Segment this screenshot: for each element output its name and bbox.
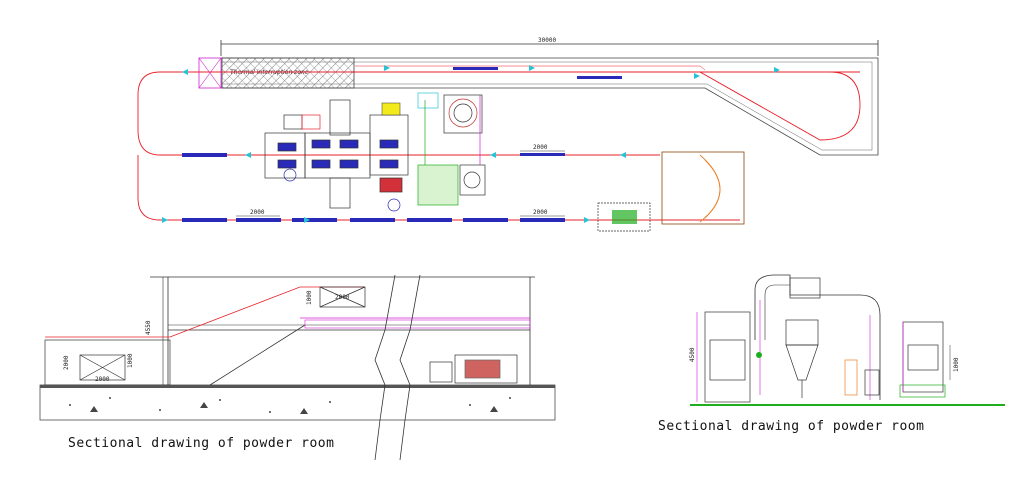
segment-dimension-2: 2000 [520, 144, 565, 152]
entry-box [198, 57, 222, 89]
right-section-caption: Sectional drawing of powder room [658, 419, 925, 434]
svg-text:2000: 2000 [95, 376, 110, 383]
svg-text:2000: 2000 [63, 355, 70, 370]
recovery-system [417, 92, 486, 206]
svg-text:2000: 2000 [335, 294, 350, 301]
break-line [374, 274, 396, 461]
duct [754, 274, 881, 400]
yellow-control-box [381, 102, 401, 116]
spray-booth-cluster [264, 99, 409, 212]
booth-left [704, 311, 751, 403]
upper-box [319, 286, 366, 308]
svg-text:2000: 2000 [533, 144, 548, 151]
ground-aggregate [69, 397, 511, 414]
curing-oven [661, 151, 745, 225]
loading-station [597, 202, 651, 232]
ground-left [39, 384, 556, 421]
svg-text:4550: 4550 [145, 320, 152, 335]
total-length-dimension: 30000 [220, 37, 879, 56]
oven-section [429, 354, 518, 384]
thermal-interruption-zone: Thermal interruption zone [221, 57, 355, 89]
svg-text:4500: 4500 [689, 347, 696, 362]
booth-right [899, 321, 946, 398]
right-section-view: 4500 1000 [689, 274, 1005, 406]
left-section-view: 4550 2000 1000 2000 1000 2000 [39, 274, 556, 461]
svg-text:1000: 1000 [306, 290, 313, 305]
building-outline [221, 57, 879, 156]
svg-text:1000: 1000 [127, 353, 134, 368]
zone-label: Thermal interruption zone [230, 69, 309, 76]
flow-arrows [162, 65, 780, 223]
svg-text:1000: 1000 [953, 357, 960, 372]
segment-dimension-3: 2000 [520, 209, 565, 217]
segment-dimension-1: 2000 [236, 209, 280, 217]
total-length-label: 30000 [538, 37, 556, 44]
plan-view: 30000 Thermal interruption zone [137, 37, 879, 232]
svg-text:2000: 2000 [250, 209, 265, 216]
hanger-bars [182, 67, 622, 222]
hanging-parts-row [304, 319, 531, 329]
left-section-caption: Sectional drawing of powder room [68, 436, 335, 451]
svg-text:2000: 2000 [533, 209, 548, 216]
cyclone [785, 277, 821, 398]
